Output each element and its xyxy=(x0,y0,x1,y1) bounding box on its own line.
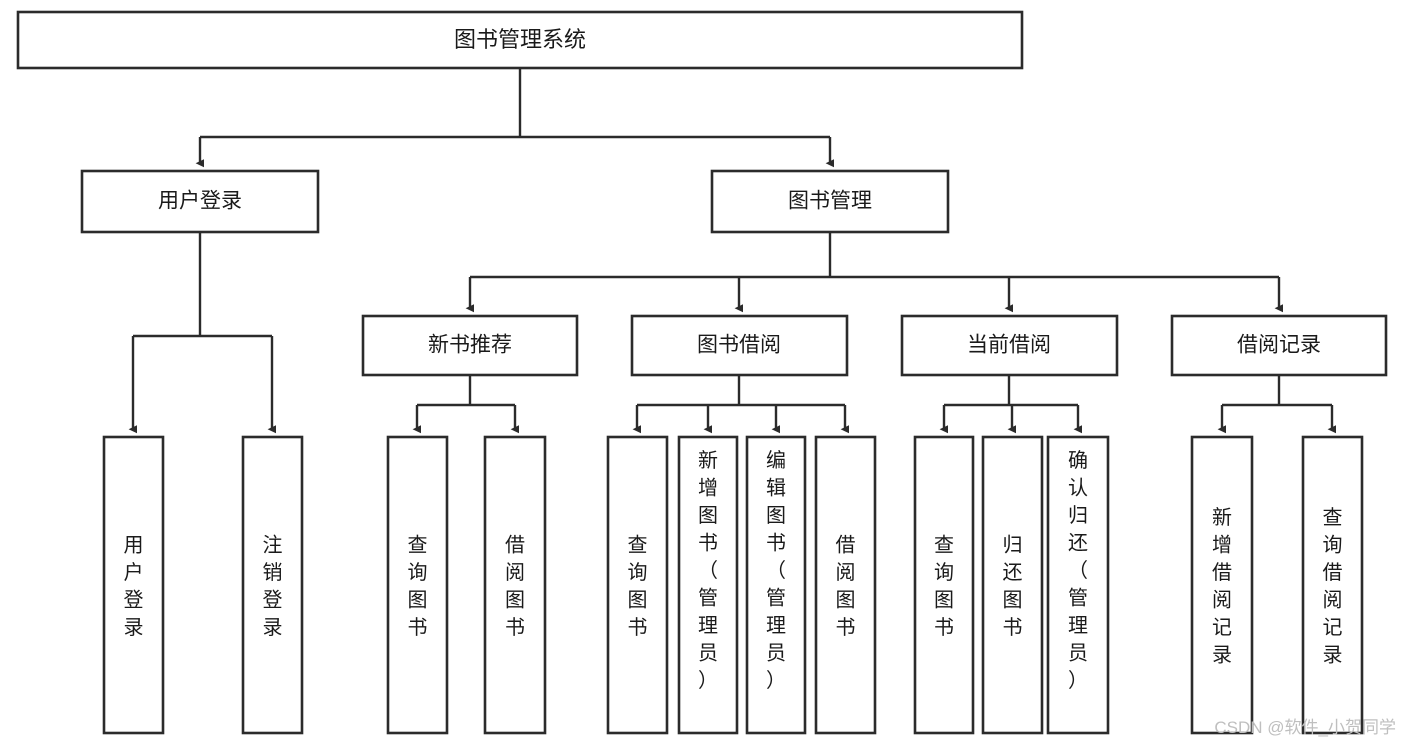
leaf-query-record-label: 查询借阅记录 xyxy=(1323,506,1343,667)
leaf-borrow-book-2-box[interactable] xyxy=(814,435,877,735)
leaf-node[interactable]: 查询借阅记录 xyxy=(1301,435,1364,735)
leaf-query-record-box[interactable] xyxy=(1301,435,1364,735)
leaf-add-record-label: 新增借阅记录 xyxy=(1212,506,1232,667)
leaf-node-layer: 用户登录 注销登录 查询图书 借阅图书 查询图书 新增图书（管理员） 编辑图书（管理员） 借阅… xyxy=(102,435,1364,735)
leaf-node[interactable]: 查询图书 xyxy=(386,435,449,735)
leaf-borrow-book-1-label: 借阅图书 xyxy=(505,533,525,639)
node-new-book-recommend[interactable]: 新书推荐 xyxy=(361,314,579,377)
borrow-record-box[interactable] xyxy=(1170,314,1388,377)
leaf-logout-box[interactable] xyxy=(241,435,304,735)
node-current-borrow[interactable]: 当前借阅 xyxy=(900,314,1119,377)
leaf-add-book-label: 新增图书（管理员） xyxy=(698,449,718,692)
leaf-add-record-box[interactable] xyxy=(1190,435,1254,735)
current-borrow-label: 当前借阅 xyxy=(967,334,1051,357)
leaf-edit-book-box[interactable] xyxy=(745,435,807,735)
leaf-query-book-1-box[interactable] xyxy=(386,435,449,735)
leaf-node[interactable]: 归还图书 xyxy=(981,435,1044,735)
watermark-text: CSDN @软件_小贺同学 xyxy=(1214,718,1396,737)
borrow-record-label: 借阅记录 xyxy=(1237,334,1321,357)
edge-layer xyxy=(128,68,1337,434)
root-label: 图书管理系统 xyxy=(454,27,586,52)
leaf-node[interactable]: 借阅图书 xyxy=(483,435,547,735)
leaf-node[interactable]: 新增图书（管理员） xyxy=(677,435,739,735)
leaf-query-book-2-label: 查询图书 xyxy=(628,533,648,639)
node-root[interactable]: 图书管理系统 xyxy=(16,10,1024,70)
leaf-node[interactable]: 确认归还（管理员） xyxy=(1046,435,1110,735)
leaf-edit-book-label: 编辑图书（管理员） xyxy=(766,449,786,692)
leaf-confirm-return-box[interactable] xyxy=(1046,435,1110,735)
new-book-recommend-label: 新书推荐 xyxy=(428,334,512,357)
book-manage-label: 图书管理 xyxy=(788,190,872,213)
leaf-borrow-book-1-box[interactable] xyxy=(483,435,547,735)
leaf-return-book-label: 归还图书 xyxy=(1003,533,1023,639)
user-login-label: 用户登录 xyxy=(158,190,242,213)
leaf-node[interactable]: 查询图书 xyxy=(913,435,975,735)
book-borrow-label: 图书借阅 xyxy=(697,334,781,357)
node-borrow-record[interactable]: 借阅记录 xyxy=(1170,314,1388,377)
leaf-query-book-3-box[interactable] xyxy=(913,435,975,735)
leaf-confirm-return-label: 确认归还（管理员） xyxy=(1068,449,1088,692)
node-book-borrow[interactable]: 图书借阅 xyxy=(630,314,849,377)
leaf-node[interactable]: 编辑图书（管理员） xyxy=(745,435,807,735)
leaf-return-book-box[interactable] xyxy=(981,435,1044,735)
leaf-node[interactable]: 查询图书 xyxy=(606,435,669,735)
current-borrow-box[interactable] xyxy=(900,314,1119,377)
node-user-login[interactable]: 用户登录 xyxy=(80,169,320,234)
leaf-borrow-book-2-label: 借阅图书 xyxy=(836,533,856,639)
leaf-node[interactable]: 注销登录 xyxy=(241,435,304,735)
leaf-query-book-3-label: 查询图书 xyxy=(934,533,954,639)
leaf-user-login-label: 用户登录 xyxy=(124,534,144,639)
leaf-query-book-2-box[interactable] xyxy=(606,435,669,735)
leaf-query-book-1-label: 查询图书 xyxy=(408,533,428,639)
new-book-recommend-box[interactable] xyxy=(361,314,579,377)
root-box[interactable] xyxy=(16,10,1024,70)
user-login-box[interactable] xyxy=(80,169,320,234)
leaf-user-login-box[interactable] xyxy=(102,435,165,735)
leaf-add-book-box[interactable] xyxy=(677,435,739,735)
leaf-node[interactable]: 新增借阅记录 xyxy=(1190,435,1254,735)
book-borrow-box[interactable] xyxy=(630,314,849,377)
leaf-node[interactable]: 用户登录 xyxy=(102,435,165,735)
book-manage-box[interactable] xyxy=(710,169,950,234)
leaf-node[interactable]: 借阅图书 xyxy=(814,435,877,735)
node-book-manage[interactable]: 图书管理 xyxy=(710,169,950,234)
leaf-logout-label: 注销登录 xyxy=(263,533,283,639)
